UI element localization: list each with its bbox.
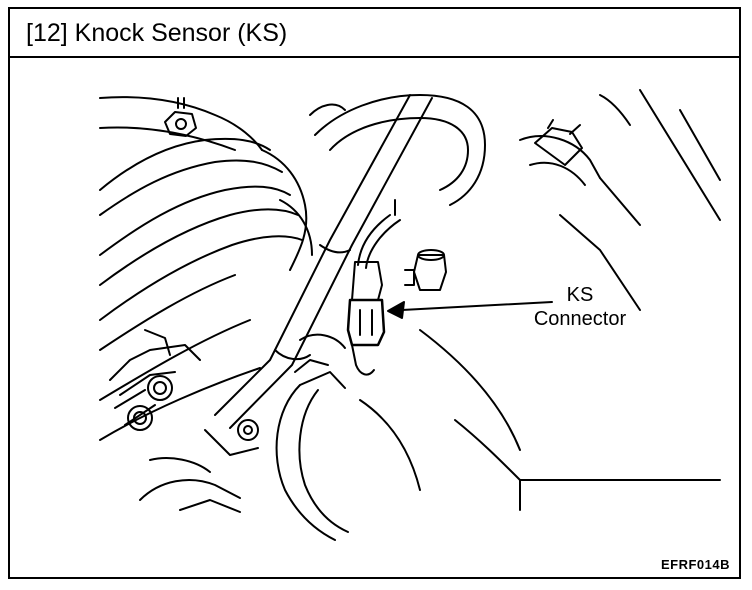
- bolt-icon: [164, 97, 197, 137]
- callout-line-2: Connector: [533, 308, 627, 330]
- page-title: [12] Knock Sensor (KS): [26, 19, 288, 47]
- intake-manifold: [99, 96, 313, 441]
- lower-components: [139, 399, 421, 513]
- mounting-bracket: [109, 329, 201, 426]
- ks-connector-label: KS Connector: [510, 283, 650, 331]
- coolant-hose: [309, 94, 486, 206]
- figure-code: EFRF014B: [660, 557, 730, 572]
- vacuum-port: [404, 249, 447, 291]
- sensor-wire: [357, 199, 401, 269]
- throttle-body: [275, 333, 349, 541]
- diagram-header: [12] Knock Sensor (KS): [10, 9, 739, 58]
- fuel-rail-pipe: [214, 94, 433, 429]
- knock-sensor-connector-icon: [346, 261, 386, 376]
- callout-line-1: KS: [566, 284, 594, 306]
- firewall-panel: [419, 89, 721, 511]
- bolt-icon: [127, 375, 259, 441]
- clamped-hose: [519, 119, 641, 226]
- arrow-icon: [387, 301, 553, 319]
